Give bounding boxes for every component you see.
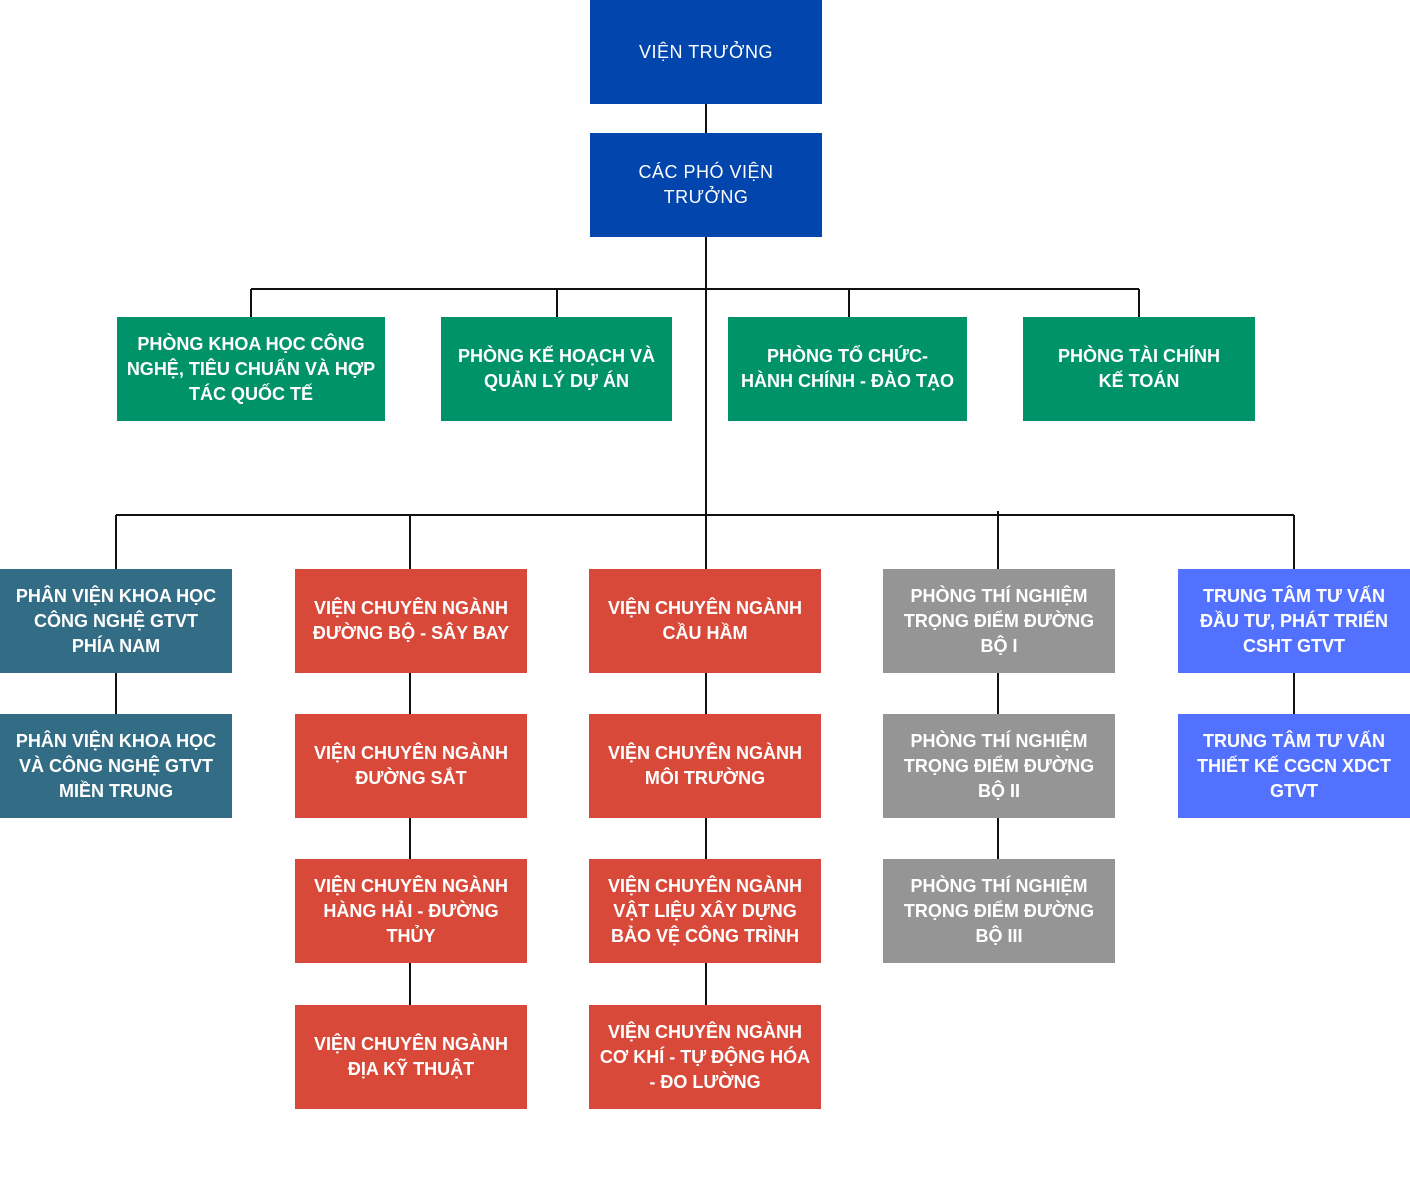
node-director: VIỆN TRƯỞNG <box>590 0 822 104</box>
node-branch-south: PHÂN VIỆN KHOA HỌC CÔNG NGHỆ GTVT PHÍA N… <box>0 569 232 673</box>
node-institute-geotechnical: VIỆN CHUYÊN NGÀNH ĐỊA KỸ THUẬT <box>295 1005 527 1109</box>
node-center-design: TRUNG TÂM TƯ VẤN THIẾT KẾ CGCN XDCT GTVT <box>1178 714 1410 818</box>
node-lab-road-3: PHÒNG THÍ NGHIỆM TRỌNG ĐIỂM ĐƯỜNG BỘ III <box>883 859 1115 963</box>
node-institute-road-airport: VIỆN CHUYÊN NGÀNH ĐƯỜNG BỘ - SÂY BAY <box>295 569 527 673</box>
node-deputy-directors: CÁC PHÓ VIỆN TRƯỞNG <box>590 133 822 237</box>
node-dept-admin-training: PHÒNG TỔ CHỨC- HÀNH CHÍNH - ĐÀO TẠO <box>728 317 967 421</box>
node-institute-maritime-waterway: VIỆN CHUYÊN NGÀNH HÀNG HẢI - ĐƯỜNG THỦY <box>295 859 527 963</box>
node-institute-materials: VIỆN CHUYÊN NGÀNH VẬT LIỆU XÂY DỰNG BẢO … <box>589 859 821 963</box>
node-institute-environment: VIỆN CHUYÊN NGÀNH MÔI TRƯỜNG <box>589 714 821 818</box>
node-center-investment: TRUNG TÂM TƯ VẤN ĐẦU TƯ, PHÁT TRIỂN CSHT… <box>1178 569 1410 673</box>
node-lab-road-2: PHÒNG THÍ NGHIỆM TRỌNG ĐIỂM ĐƯỜNG BỘ II <box>883 714 1115 818</box>
node-dept-planning-projects: PHÒNG KẾ HOẠCH VÀ QUẢN LÝ DỰ ÁN <box>441 317 672 421</box>
node-branch-central: PHÂN VIỆN KHOA HỌC VÀ CÔNG NGHỆ GTVT MIỀ… <box>0 714 232 818</box>
node-dept-finance: PHÒNG TÀI CHÍNH KẾ TOÁN <box>1023 317 1255 421</box>
node-lab-road-1: PHÒNG THÍ NGHIỆM TRỌNG ĐIỂM ĐƯỜNG BỘ I <box>883 569 1115 673</box>
node-institute-bridge-tunnel: VIỆN CHUYÊN NGÀNH CẦU HẦM <box>589 569 821 673</box>
node-institute-mechanical-automation: VIỆN CHUYÊN NGÀNH CƠ KHÍ - TỰ ĐỘNG HÓA -… <box>589 1005 821 1109</box>
node-institute-railway: VIỆN CHUYÊN NGÀNH ĐƯỜNG SẮT <box>295 714 527 818</box>
node-dept-science-standards: PHÒNG KHOA HỌC CÔNG NGHỆ, TIÊU CHUẨN VÀ … <box>117 317 385 421</box>
